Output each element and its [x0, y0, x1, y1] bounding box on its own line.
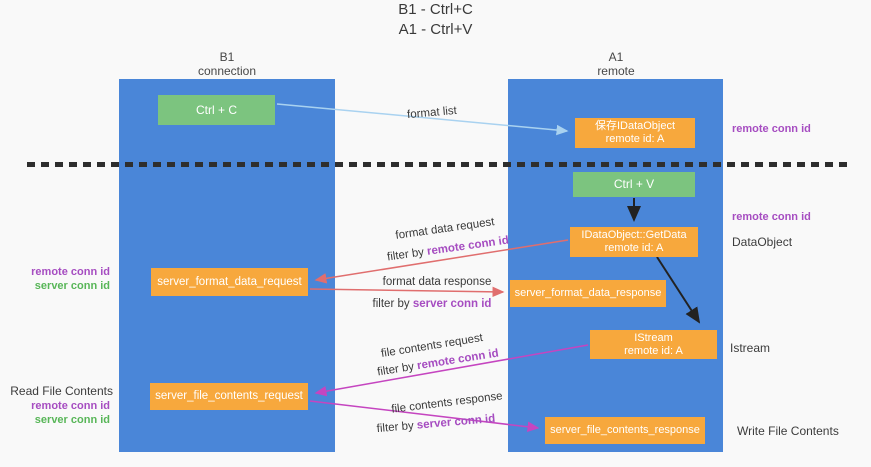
getdata-box: IDataObject::GetData remote id: A [570, 227, 698, 257]
format-data-response-filter-label: filter by server conn id [373, 298, 492, 310]
right-remote-conn-id-top: remote conn id [732, 123, 811, 135]
left-server-conn-id-2: server conn id [34, 414, 110, 426]
right-write-file-contents-label: Write File Contents [737, 424, 839, 438]
ctrl-c-label: Ctrl + C [195, 102, 237, 117]
left-read-file-contents-label: Read File Contents [10, 384, 113, 398]
format-data-response-label: format data response [382, 276, 492, 288]
right-dataobject-label: DataObject [732, 235, 793, 249]
lifeline-header-b1: B1 connection [157, 50, 297, 78]
lifeline-b1-name: B1 [219, 50, 235, 64]
dashed-separator-line [27, 162, 847, 167]
ctrl-v-label: Ctrl + V [613, 177, 655, 191]
filter-by-text: filter by [376, 360, 419, 379]
server-format-data-request-label: server_format_data_request [157, 275, 302, 288]
server-file-contents-response-box: server_file_contents_response [545, 417, 705, 444]
diagram-title: B1 - Ctrl+C A1 - Ctrl+V [0, 0, 871, 40]
istream-line2: remote id: A [624, 344, 683, 357]
lifeline-a1-role: remote [597, 64, 635, 78]
title-line-2: A1 - Ctrl+V [398, 21, 473, 38]
lifeline-header-a1: A1 remote [546, 50, 686, 78]
title-line-1: B1 - Ctrl+C [398, 1, 473, 18]
arrow-format-data-response [309, 286, 505, 298]
server-file-contents-request-label: server_file_contents_request [155, 390, 303, 402]
right-remote-conn-id-mid: remote conn id [732, 211, 811, 223]
getdata-line2: remote id: A [604, 242, 664, 254]
save-idataobject-line2: remote id: A [605, 133, 665, 145]
istream-box: IStream remote id: A [590, 330, 717, 359]
file-contents-response-filter-label: filter by server conn id [376, 413, 495, 435]
lifeline-a1-name: A1 [608, 50, 624, 64]
istream-line1: IStream [634, 331, 673, 344]
left-server-conn-id: server conn id [34, 280, 110, 292]
filter-remote-conn-id-text: remote conn id [426, 234, 510, 258]
server-format-data-response-label: server_format_data_response [514, 287, 662, 299]
ctrl-c-box: Ctrl + C [158, 95, 275, 125]
getdata-line1: IDataObject::GetData [581, 229, 687, 241]
filter-by-text: filter by [372, 298, 413, 310]
left-remote-conn-id: remote conn id [31, 266, 110, 278]
filter-by-text: filter by [376, 419, 418, 436]
save-idataobject-line1: 保存IDataObject [594, 120, 676, 132]
file-contents-response-label: file contents response [390, 390, 504, 416]
server-format-data-response-box: server_format_data_response [510, 280, 666, 307]
save-idataobject-box: 保存IDataObject remote id: A [575, 118, 695, 148]
ctrl-v-box: Ctrl + V [573, 172, 695, 197]
left-remote-conn-id-2: remote conn id [31, 400, 110, 412]
right-istream-label: Istream [730, 341, 771, 355]
filter-server-conn-id-text: server conn id [412, 298, 492, 310]
filter-server-conn-id-text: server conn id [416, 412, 496, 432]
server-format-data-request-box: server_format_data_request [151, 268, 308, 296]
lifeline-b1-role: connection [197, 64, 257, 78]
filter-by-text: filter by [386, 245, 428, 264]
format-list-label: format list [406, 104, 458, 122]
server-file-contents-response-label: server_file_contents_response [550, 424, 700, 436]
server-file-contents-request-box: server_file_contents_request [150, 383, 308, 410]
